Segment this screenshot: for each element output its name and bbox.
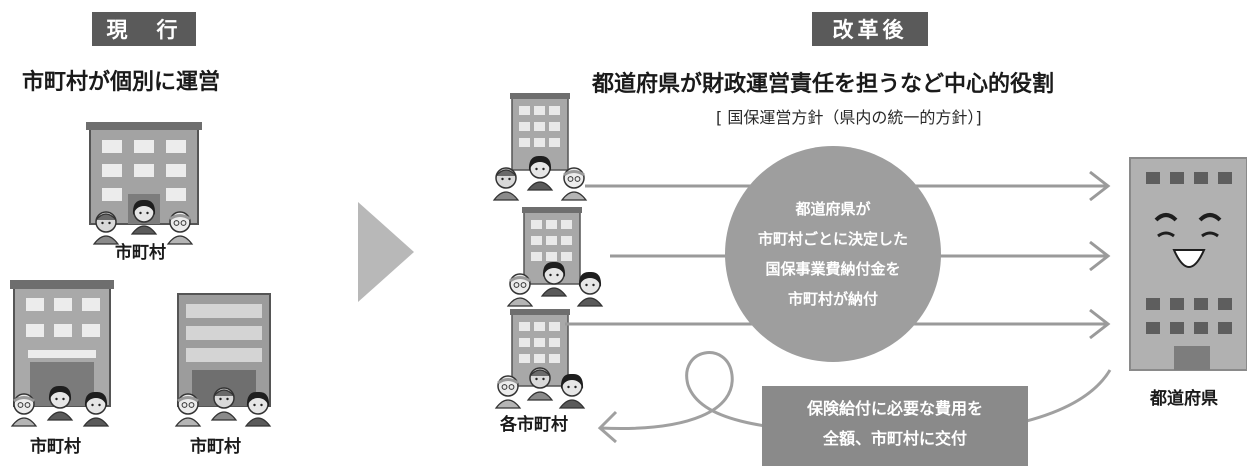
municipality-residents-2 — [506, 261, 603, 308]
municipal-building-top — [86, 122, 202, 225]
circle-line-3: 国保事業費納付金を — [765, 260, 901, 278]
circle-line-2: 市町村ごとに決定した — [757, 230, 908, 248]
residents-group-right — [174, 387, 271, 428]
grant-box-text: 保険給付に必要な費用を 全額、市町村に交付 — [762, 394, 1028, 454]
grant-line-1: 保険給付に必要な費用を — [806, 399, 983, 418]
payment-circle — [725, 146, 941, 362]
current-tag: 現 行 — [92, 12, 196, 46]
policy-note: [ 国保運営方針（県内の統一的方針）] — [716, 108, 982, 127]
reform-title: 都道府県が財政運営責任を担うなど中心的役割 — [592, 72, 1055, 97]
current-title: 市町村が個別に運営 — [22, 70, 221, 95]
grant-box — [762, 386, 1028, 466]
municipalities-label: 各市町村 — [500, 415, 568, 435]
prefecture-building — [1129, 157, 1247, 371]
transition-arrow — [358, 202, 414, 302]
grant-line-2: 全額、市町村に交付 — [822, 429, 967, 448]
prefecture-label: 都道府県 — [1150, 389, 1218, 409]
reform-tag: 改革後 — [812, 12, 928, 46]
municipality-label-left: 市町村 — [30, 437, 81, 457]
municipality-residents-3 — [494, 367, 585, 410]
municipality-label-top: 市町村 — [115, 243, 166, 263]
circle-text: 都道府県が 市町村ごとに決定した 国保事業費納付金を 市町村が納付 — [733, 194, 933, 314]
circle-line-1: 都道府県が — [795, 200, 871, 218]
circle-line-4: 市町村が納付 — [787, 290, 878, 308]
municipality-residents-1 — [493, 155, 588, 202]
municipality-label-right: 市町村 — [190, 437, 241, 457]
